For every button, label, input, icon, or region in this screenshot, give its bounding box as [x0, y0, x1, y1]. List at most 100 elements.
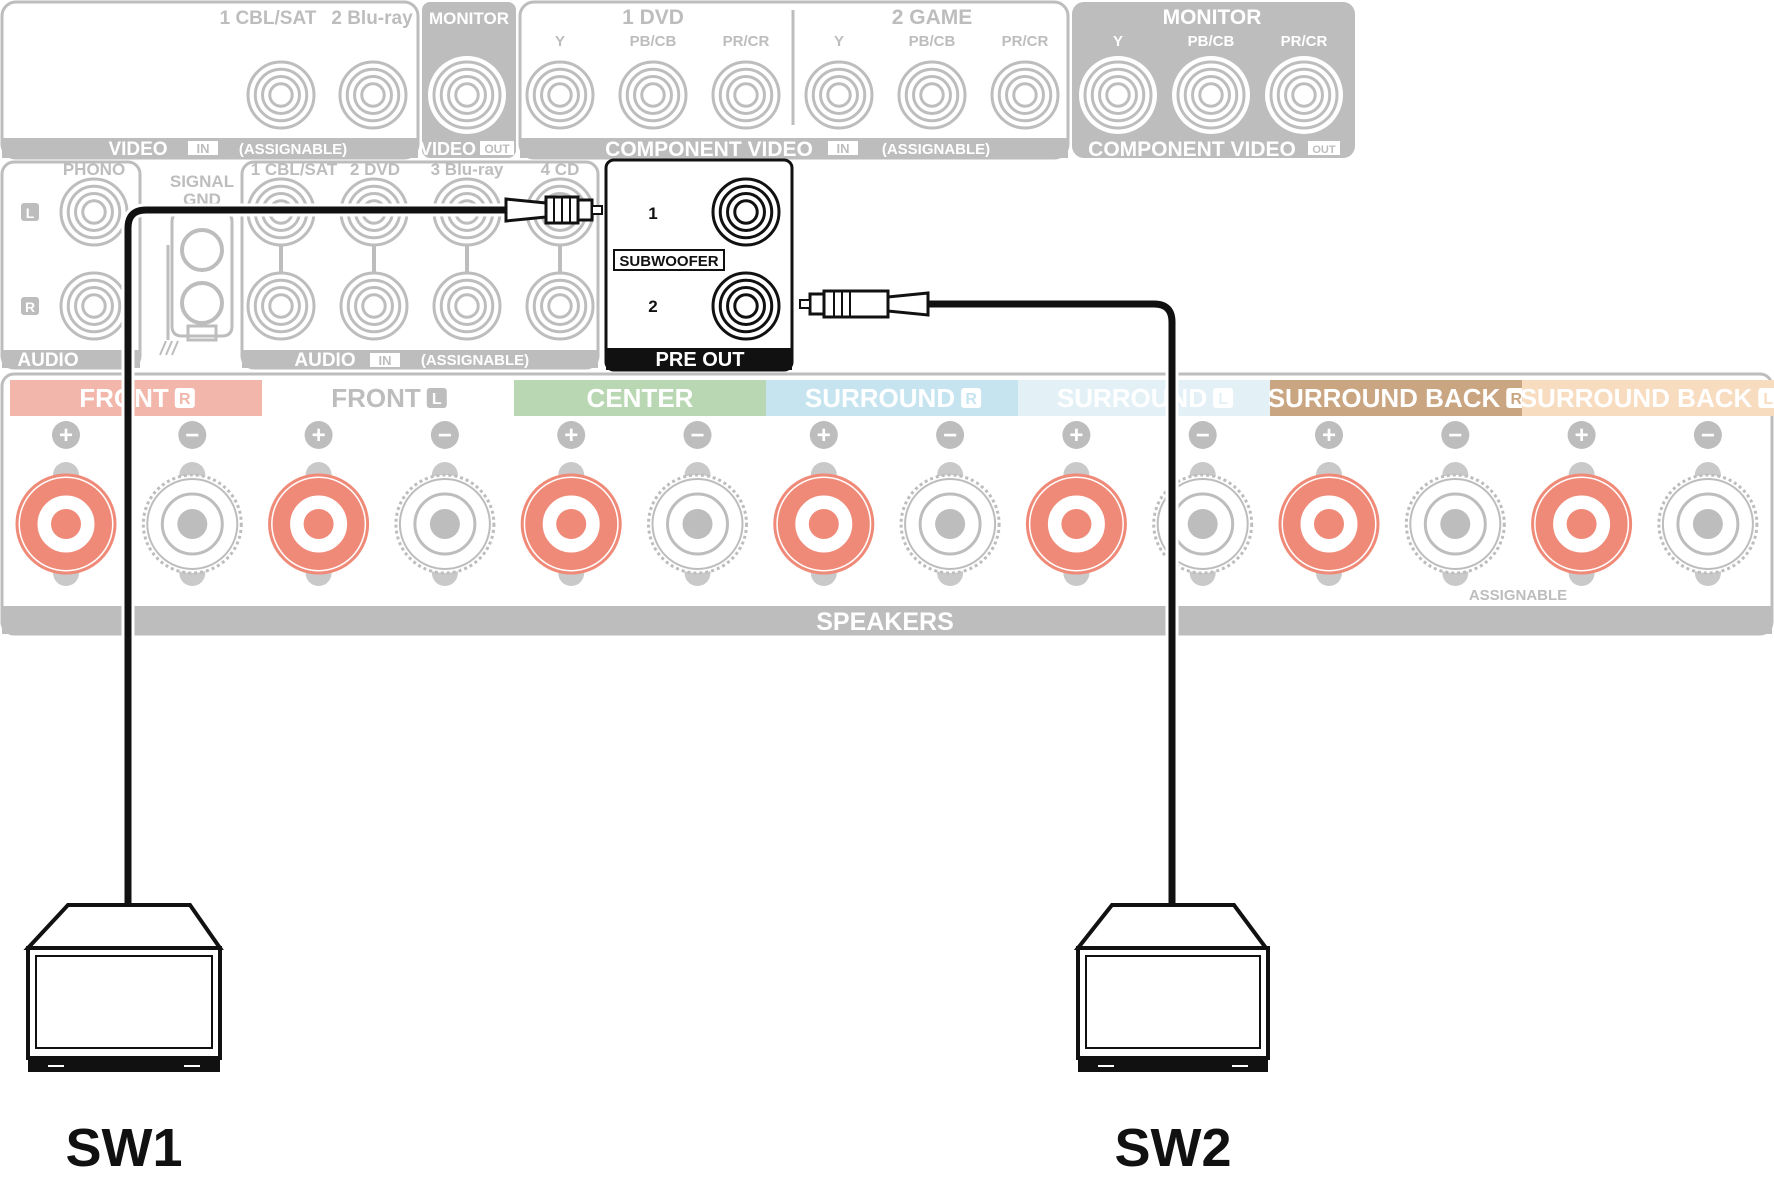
- channel-side: R: [1511, 391, 1523, 408]
- video-in-label: VIDEO: [108, 139, 167, 160]
- component-out-jack-1: [1079, 56, 1157, 134]
- speaker-terminal-plus: +: [773, 421, 875, 586]
- speakers-assignable: ASSIGNABLE: [1469, 587, 1567, 604]
- component-in-badge: IN: [837, 141, 850, 156]
- polarity-sign: −: [438, 422, 452, 449]
- polarity-sign: +: [817, 422, 831, 449]
- speaker-terminal-minus: −: [647, 421, 748, 586]
- phono-title: PHONO: [63, 160, 125, 179]
- component-in-panel: 1 DVD 2 GAME Y PB/CB PR/CR Y PB/CB PR/CR…: [518, 0, 1070, 161]
- component-in-jack-y-1: Y: [555, 33, 565, 50]
- audio-in-section-label: AUDIO: [294, 350, 355, 371]
- cable-sw2: [928, 297, 1179, 905]
- signal-gnd-line1: SIGNAL: [170, 172, 234, 191]
- polarity-sign: −: [1196, 422, 1210, 449]
- channel-header-surround-back-l: SURROUND BACK L: [1520, 380, 1774, 416]
- channel-name: SURROUND: [805, 383, 955, 413]
- polarity-sign: +: [1069, 422, 1083, 449]
- component-in-jack-y-2: Y: [834, 33, 844, 50]
- component-in-group-2: 2 GAME: [892, 6, 973, 29]
- component-in-jack-2: [618, 60, 688, 130]
- component-in-jack-pb-2: PB/CB: [909, 33, 956, 50]
- component-in-group-1: 1 DVD: [622, 6, 684, 29]
- component-in-jack-5: [897, 60, 967, 130]
- subwoofer-label: SUBWOOFER: [619, 253, 718, 270]
- component-in-jack-pr-2: PR/CR: [1002, 33, 1049, 50]
- subwoofer-jack-2: [711, 271, 781, 341]
- component-out-jack-pr: PR/CR: [1281, 33, 1328, 50]
- channel-name: SURROUND: [1057, 383, 1207, 413]
- video-out-label: VIDEO: [420, 139, 476, 159]
- speaker-terminal-minus: −: [899, 421, 1001, 586]
- video-in-assignable: (ASSIGNABLE): [239, 141, 347, 158]
- polarity-sign: −: [943, 422, 957, 449]
- pre-out-panel: PRE OUT 1 2 SUBWOOFER: [604, 158, 794, 372]
- phono-channel-r: R: [25, 299, 35, 315]
- audio-in-input-1: 1 CBL/SAT: [251, 160, 338, 179]
- audio-in-jack-r2: [339, 271, 409, 341]
- rca-plug-2: [799, 289, 930, 319]
- audio-in-input-3: 3 Blu-ray: [431, 160, 504, 179]
- pre-out-jack-2-label: 2: [648, 297, 657, 316]
- polarity-sign: +: [1575, 422, 1589, 449]
- polarity-sign: +: [312, 422, 326, 449]
- component-in-jack-pr-1: PR/CR: [723, 33, 770, 50]
- pre-out-jack-1-label: 1: [648, 204, 657, 223]
- video-in-panel: 1 CBL/SAT 2 Blu-ray VIDEO IN (ASSIGNABLE…: [0, 0, 420, 160]
- speaker-terminal-plus: +: [1025, 421, 1127, 586]
- channel-header-surround-l: SURROUND L: [1018, 380, 1270, 416]
- polarity-sign: +: [59, 422, 73, 449]
- component-in-label: COMPONENT VIDEO: [605, 138, 813, 161]
- speaker-terminal-plus: +: [15, 421, 117, 586]
- channel-side: R: [179, 391, 191, 408]
- video-out-jack: [428, 56, 506, 134]
- video-in-jack-1: [246, 60, 316, 130]
- video-in-input-1: 1 CBL/SAT: [220, 8, 317, 29]
- speaker-terminal-minus: −: [1657, 421, 1759, 586]
- channel-header-center: CENTER: [514, 380, 766, 416]
- component-in-jack-4: [804, 60, 874, 130]
- subwoofer-sw2: SW2: [1073, 903, 1270, 1178]
- subwoofer-sw1: SW1: [23, 903, 224, 1178]
- video-in-jack-2: [338, 60, 408, 130]
- component-out-title: MONITOR: [1163, 6, 1262, 29]
- phono-jack-l: [59, 177, 129, 247]
- component-out-label: COMPONENT VIDEO: [1088, 138, 1296, 161]
- component-out-badge: OUT: [1312, 144, 1336, 156]
- channel-side: L: [1218, 391, 1228, 408]
- video-out-panel: MONITOR VIDEO OUT: [420, 2, 516, 159]
- phono-channel-l: L: [26, 205, 35, 221]
- audio-in-assignable: (ASSIGNABLE): [421, 352, 529, 369]
- component-in-assignable: (ASSIGNABLE): [882, 141, 990, 158]
- channel-side: L: [1763, 391, 1773, 408]
- subwoofer-sw2-label: SW2: [1114, 1118, 1231, 1178]
- speaker-terminals: +−+−+−+−+−+−+−: [15, 421, 1759, 586]
- component-in-jack-3: [711, 60, 781, 130]
- video-out-badge: OUT: [484, 142, 510, 156]
- speaker-terminal-plus: +: [1531, 421, 1633, 586]
- rca-plug-1: [504, 195, 603, 225]
- polarity-sign: +: [1322, 422, 1336, 449]
- component-out-jack-y: Y: [1113, 33, 1123, 50]
- polarity-sign: −: [185, 422, 199, 449]
- polarity-sign: −: [1448, 422, 1462, 449]
- speaker-terminal-plus: +: [1278, 421, 1380, 586]
- channel-side: L: [432, 391, 442, 408]
- speaker-terminal-minus: −: [1404, 421, 1506, 586]
- component-in-jack-1: [525, 60, 595, 130]
- speaker-terminal-minus: −: [394, 421, 496, 586]
- phono-jack-r: [59, 271, 129, 341]
- channel-name: SURROUND BACK: [1520, 383, 1753, 413]
- component-out-jack-pb: PB/CB: [1188, 33, 1235, 50]
- audio-in-jack-r3: [432, 271, 502, 341]
- audio-in-jack-r4: [525, 271, 595, 341]
- cable-sw1: [121, 203, 506, 905]
- subwoofer-jack-1: [711, 177, 781, 247]
- polarity-sign: −: [1701, 422, 1715, 449]
